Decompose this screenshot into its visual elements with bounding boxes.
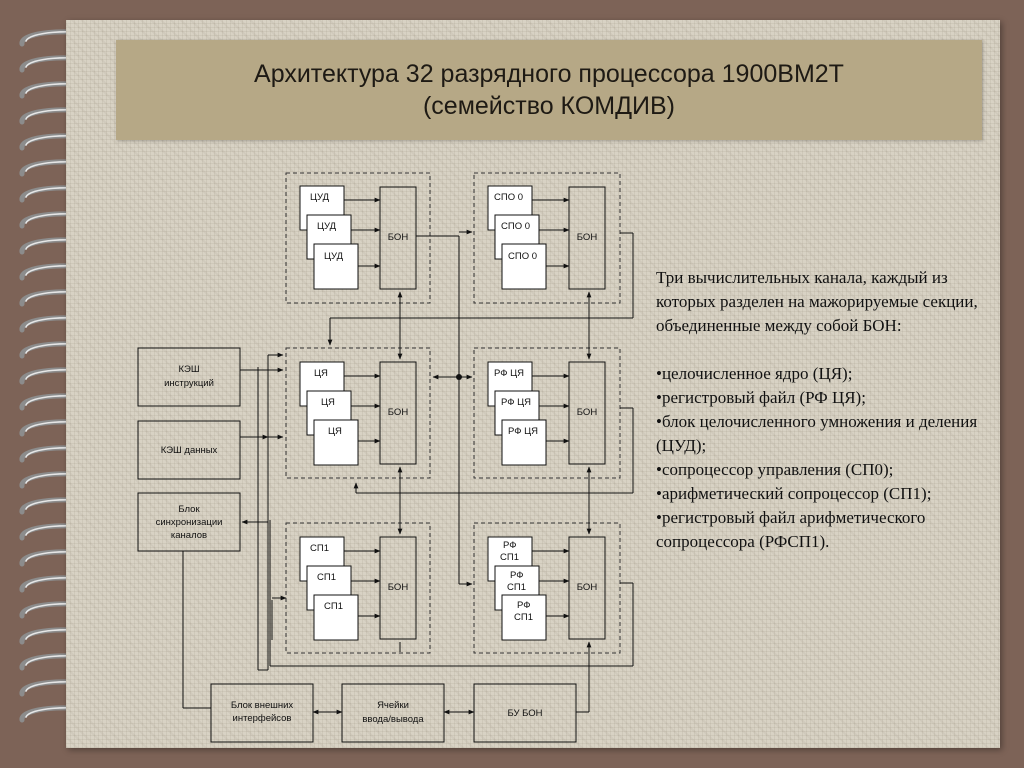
description-bullet: •сопроцессор управления (СП0); xyxy=(656,460,894,479)
sync-label-line3: каналов xyxy=(171,530,207,541)
spo-label: СПО 0 xyxy=(508,251,537,262)
cud-label: ЦУД xyxy=(324,251,344,262)
rf-sp1-label-line2: СП1 xyxy=(500,552,519,563)
spo-label: СПО 0 xyxy=(501,221,530,232)
section-frame-spo xyxy=(473,172,621,304)
io-label-line1: Ячейки xyxy=(377,700,409,711)
description-bullet: •блок целочисленного умножения и деления… xyxy=(656,412,978,455)
section-frame-rf-sp1 xyxy=(473,522,621,654)
description-bullet: •регистровый файл (РФ ЦЯ); xyxy=(656,388,866,407)
bon-box xyxy=(568,536,606,640)
sync-block xyxy=(137,492,241,552)
section-frame-sp1 xyxy=(285,522,431,654)
dcache-block xyxy=(137,420,241,480)
bus-junction-dot xyxy=(456,374,462,380)
sp1-label: СП1 xyxy=(317,572,336,583)
bon-box xyxy=(379,361,417,465)
section-frame-rf-cya xyxy=(473,347,621,479)
rf-sp1-label-line1: РФ xyxy=(510,570,523,581)
bon-label: БОН xyxy=(577,582,598,593)
io-label-line2: ввода/вывода xyxy=(362,714,424,725)
bon-box xyxy=(568,186,606,290)
cya-label: ЦЯ xyxy=(321,397,335,408)
slide-title-line-1: Архитектура 32 разрядного процессора 190… xyxy=(254,60,844,88)
cya-label: ЦЯ xyxy=(328,426,342,437)
sp1-label: СП1 xyxy=(310,543,329,554)
section-frame-cya xyxy=(285,347,431,479)
slide-paper xyxy=(66,20,1000,748)
description-bullet: •арифметический сопроцессор (СП1); xyxy=(656,484,932,503)
rf-sp1-label-line1: РФ xyxy=(517,600,530,611)
description-intro: Три вычислительных канала, каждый из кот… xyxy=(656,268,978,335)
bon-label: БОН xyxy=(388,232,409,243)
bon-label: БОН xyxy=(388,407,409,418)
rf-sp1-label-line2: СП1 xyxy=(507,582,526,593)
icache-label-line2: инструкций xyxy=(164,378,214,389)
dcache-label: КЭШ данных xyxy=(161,445,218,456)
sp1-label: СП1 xyxy=(324,601,343,612)
bon-label: БОН xyxy=(388,582,409,593)
ext-label-line1: Блок внешних xyxy=(231,700,294,711)
cud-label: ЦУД xyxy=(317,221,337,232)
rf-sp1-label-line1: РФ xyxy=(503,540,516,551)
title-banner: Архитектура 32 разрядного процессора 190… xyxy=(116,40,982,140)
description-text: Три вычислительных канала, каждый из кот… xyxy=(656,266,986,554)
spo-label: СПО 0 xyxy=(494,192,523,203)
bon-box xyxy=(379,186,417,290)
rf-cya-label: РФ ЦЯ xyxy=(508,426,538,437)
icache-block xyxy=(137,347,241,407)
slide-title-line-2: (семейство КОМДИВ) xyxy=(422,92,676,120)
bon-label: БОН xyxy=(577,232,598,243)
sync-label-line1: Блок xyxy=(178,504,200,515)
bu-bon-label: БУ БОН xyxy=(507,708,542,719)
description-bullet: •целочисленное ядро (ЦЯ); xyxy=(656,364,853,383)
ext-label-line2: интерфейсов xyxy=(233,713,292,724)
icache-label-line1: КЭШ xyxy=(178,364,199,375)
sync-label-line2: синхронизации xyxy=(156,517,223,528)
rf-sp1-label-line2: СП1 xyxy=(514,612,533,623)
bon-box xyxy=(379,536,417,640)
section-frame-cud xyxy=(285,172,431,304)
io-cells-block xyxy=(341,683,445,743)
bon-label: БОН xyxy=(577,407,598,418)
rf-cya-label: РФ ЦЯ xyxy=(494,368,524,379)
cud-label: ЦУД xyxy=(310,192,330,203)
rf-cya-label: РФ ЦЯ xyxy=(501,397,531,408)
cya-label: ЦЯ xyxy=(314,368,328,379)
description-bullet: •регистровый файл арифметического сопроц… xyxy=(656,508,926,551)
bon-box xyxy=(568,361,606,465)
